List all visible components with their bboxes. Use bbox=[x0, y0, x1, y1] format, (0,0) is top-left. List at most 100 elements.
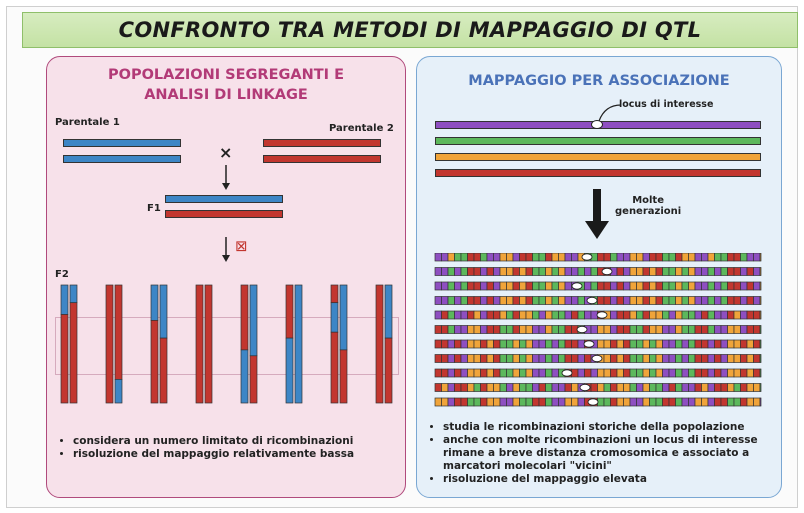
recombinant-segment bbox=[597, 325, 605, 334]
recombinant-segment bbox=[681, 296, 689, 305]
recombinant-segment bbox=[759, 397, 762, 407]
locus-marker-recombinant bbox=[579, 383, 591, 392]
recombinant-segment bbox=[662, 325, 670, 334]
recombinant-segment bbox=[447, 368, 455, 378]
f2-chromosome-segment bbox=[285, 337, 294, 404]
recombinant-segment bbox=[668, 310, 676, 320]
locus-marker-recombinant bbox=[571, 282, 583, 290]
recombinant-segment bbox=[649, 397, 657, 407]
recombinant-segment bbox=[701, 325, 709, 334]
recombinant-segment bbox=[480, 397, 488, 407]
recombinant-segment bbox=[655, 339, 663, 349]
ancestral-chromosome-green bbox=[435, 137, 761, 145]
recombinant-segment bbox=[629, 310, 637, 320]
recombinant-segment bbox=[441, 383, 449, 392]
recombinant-segment bbox=[454, 397, 462, 407]
recombinant-segment bbox=[740, 354, 748, 363]
recombinant-segment bbox=[486, 310, 494, 320]
recombinant-segment bbox=[629, 368, 637, 378]
recombinant-segment bbox=[694, 397, 702, 407]
recombinant-segment bbox=[603, 397, 611, 407]
recombinant-segment bbox=[642, 267, 650, 276]
recombinant-segment bbox=[597, 281, 605, 291]
recombinant-segment bbox=[655, 368, 663, 378]
parent1-chromosome-1 bbox=[63, 139, 181, 147]
recombinant-segment bbox=[720, 281, 728, 291]
recombinant-segment bbox=[473, 325, 481, 334]
recombinant-segment bbox=[538, 397, 546, 407]
recombinant-segment bbox=[642, 281, 650, 291]
recombinant-segment bbox=[506, 267, 514, 276]
recombinant-segment bbox=[532, 339, 540, 349]
recombinant-segment bbox=[532, 368, 540, 378]
recombinant-segment bbox=[486, 281, 494, 291]
recombinant-segment bbox=[753, 296, 761, 305]
recombinant-segment bbox=[688, 296, 696, 305]
recombinant-segment bbox=[486, 397, 494, 407]
recombinant-segment bbox=[564, 310, 572, 320]
recombinant-segment bbox=[519, 281, 527, 291]
recombinant-segment bbox=[701, 267, 709, 276]
parent1-chromosome-2 bbox=[63, 155, 181, 163]
recombinant-segment bbox=[460, 354, 468, 363]
selfing-symbol: ⊠ bbox=[235, 237, 248, 255]
recombinant-segment bbox=[662, 368, 670, 378]
recombinant-segment bbox=[623, 310, 631, 320]
recombinant-segment bbox=[584, 310, 592, 320]
recombinant-segment bbox=[597, 296, 605, 305]
recombinant-segment bbox=[759, 281, 762, 291]
recombinant-segment bbox=[545, 397, 553, 407]
recombinant-segment bbox=[532, 310, 540, 320]
recombinant-segment bbox=[759, 354, 762, 363]
recombinant-segment bbox=[577, 397, 585, 407]
recombinant-segment bbox=[727, 310, 735, 320]
recombinant-segment bbox=[753, 253, 761, 262]
recombinant-segment bbox=[506, 310, 514, 320]
recombinant-segment bbox=[694, 383, 702, 392]
recombinant-segment bbox=[688, 310, 696, 320]
recombinant-segment bbox=[545, 368, 553, 378]
recombinant-segment bbox=[460, 397, 468, 407]
recombinant-segment bbox=[441, 339, 449, 349]
recombinant-segment bbox=[753, 281, 761, 291]
recombinant-segment bbox=[558, 267, 566, 276]
recombinant-segment bbox=[649, 383, 657, 392]
recombinant-segment bbox=[525, 339, 533, 349]
recombinant-segment bbox=[460, 281, 468, 291]
linkage-bullet: considera un numero limitato di ricombin… bbox=[73, 435, 408, 448]
recombinant-segment bbox=[512, 296, 520, 305]
recombinant-segment bbox=[740, 325, 748, 334]
recombinant-segment bbox=[571, 368, 579, 378]
recombinant-segment bbox=[649, 368, 657, 378]
recombinant-segment bbox=[447, 383, 455, 392]
recombinant-segment bbox=[753, 383, 761, 392]
f2-chromosome-segment bbox=[330, 284, 339, 304]
recombinant-segment bbox=[597, 253, 605, 262]
linkage-bullets: considera un numero limitato di ricombin… bbox=[59, 435, 408, 461]
recombinant-segment bbox=[454, 339, 462, 349]
recombinant-segment bbox=[434, 267, 442, 276]
recombinant-segment bbox=[551, 397, 559, 407]
recombinant-segment bbox=[525, 296, 533, 305]
recombinant-segment bbox=[714, 296, 722, 305]
recombinant-segment bbox=[473, 397, 481, 407]
recombinant-segment bbox=[636, 253, 644, 262]
recombinant-segment bbox=[746, 325, 754, 334]
locus-marker bbox=[591, 120, 603, 129]
recombinant-segment bbox=[454, 368, 462, 378]
recombinant-segment bbox=[655, 253, 663, 262]
recombinant-segment bbox=[642, 325, 650, 334]
recombinant-segment bbox=[525, 383, 533, 392]
recombinant-segment bbox=[512, 267, 520, 276]
recombinant-segment bbox=[603, 383, 611, 392]
recombinant-segment bbox=[707, 339, 715, 349]
recombinant-segment bbox=[454, 383, 462, 392]
recombinant-segment bbox=[577, 310, 585, 320]
recombinant-segment bbox=[616, 267, 624, 276]
recombinant-segment bbox=[649, 354, 657, 363]
recombinant-segment bbox=[675, 310, 683, 320]
recombinant-segment bbox=[727, 296, 735, 305]
recombinant-segment bbox=[707, 267, 715, 276]
recombinant-segment bbox=[649, 253, 657, 262]
recombinant-segment bbox=[668, 397, 676, 407]
